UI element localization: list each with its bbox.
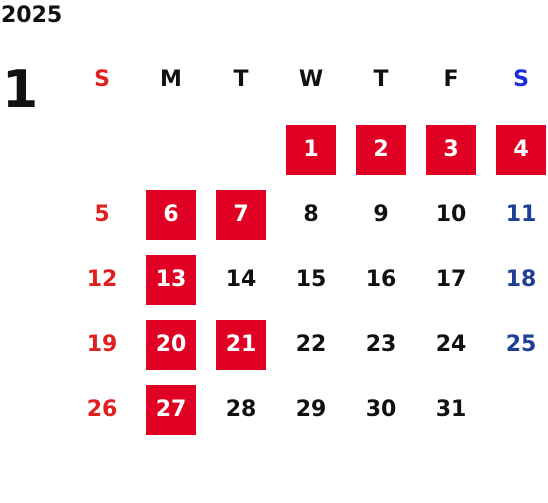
holiday-day-cell: 2: [356, 125, 406, 175]
day-cell: 15: [295, 267, 327, 292]
day-cell: 11: [505, 202, 537, 227]
weekday-friday: F: [443, 67, 459, 92]
holiday-day-cell: 3: [426, 125, 476, 175]
weekday-wednesday: W: [298, 67, 324, 92]
holiday-day-cell: 13: [146, 255, 196, 305]
day-cell: 31: [435, 397, 467, 422]
holiday-day-cell: 20: [146, 320, 196, 370]
weekday-saturday: S: [513, 67, 529, 92]
day-cell: 22: [295, 332, 327, 357]
holiday-day-cell: 27: [146, 385, 196, 435]
day-cell: 18: [505, 267, 537, 292]
month-number: 1: [2, 60, 39, 120]
year-label: 2025: [1, 3, 63, 28]
holiday-day-cell: 1: [286, 125, 336, 175]
day-cell: 14: [225, 267, 257, 292]
day-cell: 28: [225, 397, 257, 422]
day-cell: 10: [435, 202, 467, 227]
day-cell: 12: [86, 267, 118, 292]
day-cell: 8: [303, 202, 319, 227]
weekday-tuesday: T: [233, 67, 249, 92]
holiday-day-cell: 4: [496, 125, 546, 175]
day-cell: 17: [435, 267, 467, 292]
day-cell: 29: [295, 397, 327, 422]
day-cell: 26: [86, 397, 118, 422]
day-cell: 16: [365, 267, 397, 292]
day-cell: 9: [373, 202, 389, 227]
day-cell: 24: [435, 332, 467, 357]
weekday-sunday: S: [94, 67, 110, 92]
day-cell: 25: [505, 332, 537, 357]
holiday-day-cell: 21: [216, 320, 266, 370]
day-cell: 30: [365, 397, 397, 422]
day-cell: 19: [86, 332, 118, 357]
day-cell: 23: [365, 332, 397, 357]
holiday-day-cell: 7: [216, 190, 266, 240]
weekday-monday: M: [160, 67, 182, 92]
weekday-thursday: T: [373, 67, 389, 92]
holiday-day-cell: 6: [146, 190, 196, 240]
day-cell: 5: [94, 202, 110, 227]
